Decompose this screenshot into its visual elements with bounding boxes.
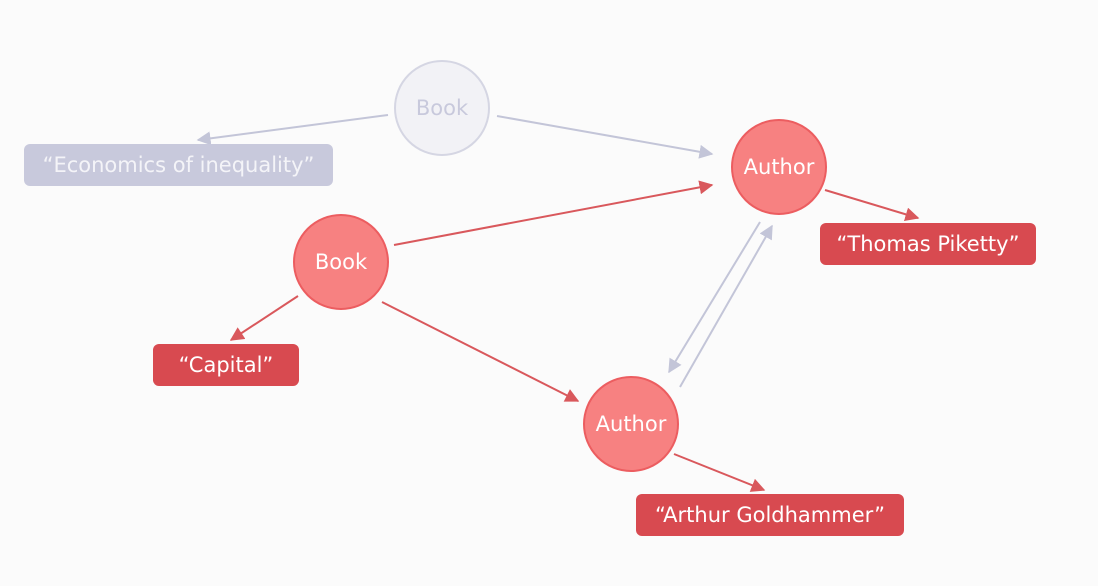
author-node-piketty[interactable]: Author	[731, 119, 827, 215]
edge-faded-book-to-author	[496, 115, 714, 159]
book-node-faded[interactable]: Book	[394, 60, 490, 156]
author-node-goldhammer[interactable]: Author	[583, 376, 679, 472]
edge-author-to-goldhammer-name	[673, 453, 766, 492]
arthur-goldhammer-label[interactable]: “Arthur Goldhammer”	[636, 494, 904, 536]
thomas-piketty-label[interactable]: “Thomas Piketty”	[820, 223, 1036, 265]
edge-author-to-piketty-name	[824, 189, 920, 222]
edge-book-to-author-piketty	[393, 180, 714, 246]
edge-book-to-capital	[229, 295, 299, 341]
edge-book-to-author-goldhammer	[381, 301, 580, 402]
book-node[interactable]: Book	[293, 214, 389, 310]
edge-faded-book-to-economics	[196, 114, 389, 146]
edge-author-to-author-up	[679, 224, 773, 388]
capital-label[interactable]: “Capital”	[153, 344, 299, 386]
edge-author-to-author-down	[668, 221, 761, 374]
economics-of-inequality-label[interactable]: “Economics of inequality”	[24, 144, 333, 186]
